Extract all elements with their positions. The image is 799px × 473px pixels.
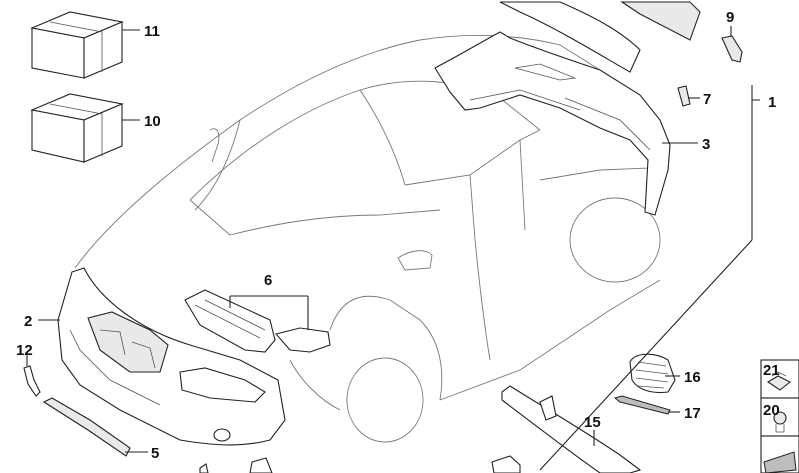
callout-labels: 1 2 3 5 6 7 9 10 11 12 15 16 17 20 21 bbox=[16, 9, 780, 462]
clip-nut-21 bbox=[766, 375, 792, 391]
front-bumper-part bbox=[57, 267, 286, 446]
rear-bumper-part bbox=[434, 31, 671, 216]
rear-trim-part bbox=[620, 1, 701, 41]
bracket-part-bottom-small bbox=[199, 463, 209, 473]
rear-spoiler-part bbox=[499, 1, 641, 73]
callout-15: 15 bbox=[584, 414, 601, 431]
callout-16: 16 bbox=[684, 369, 701, 386]
carrier-bracket-part bbox=[539, 395, 557, 421]
expanding-rivet-20 bbox=[773, 411, 787, 425]
callout-21: 21 bbox=[763, 362, 780, 379]
callout-3: 3 bbox=[702, 136, 710, 153]
callout-5: 5 bbox=[151, 445, 159, 462]
callout-12: 12 bbox=[16, 342, 33, 359]
callout-11: 11 bbox=[144, 23, 160, 40]
car-body-outline bbox=[74, 34, 661, 443]
clip-part-12 bbox=[23, 365, 41, 397]
callout-17: 17 bbox=[684, 405, 701, 422]
group-1-bracket bbox=[751, 85, 760, 240]
box-part-11 bbox=[30, 11, 124, 79]
box-part-10 bbox=[30, 93, 124, 163]
callout-2: 2 bbox=[24, 313, 32, 330]
tow-hook-cover-part bbox=[721, 35, 743, 63]
bumper-carrier-part bbox=[501, 385, 642, 473]
callout-7: 7 bbox=[703, 91, 711, 108]
callout-20: 20 bbox=[763, 402, 780, 419]
air-duct-part-large bbox=[184, 289, 276, 353]
front-spoiler-strip-part bbox=[42, 397, 131, 457]
leader-lines bbox=[26, 26, 732, 453]
air-duct-part-small bbox=[274, 327, 331, 353]
callout-6: 6 bbox=[264, 272, 272, 289]
callout-9: 9 bbox=[726, 9, 734, 26]
bracket-part-bottom-left bbox=[249, 457, 273, 473]
foam-pad-part bbox=[763, 451, 797, 473]
small-bracket-part bbox=[677, 85, 691, 107]
callout-1: 1 bbox=[768, 94, 776, 111]
grille-insert-part bbox=[629, 353, 676, 394]
bracket-part-bottom-center bbox=[491, 455, 521, 473]
hardware-box-group bbox=[760, 359, 799, 473]
seal-strip-part bbox=[613, 395, 671, 415]
callout-10: 10 bbox=[144, 113, 161, 130]
